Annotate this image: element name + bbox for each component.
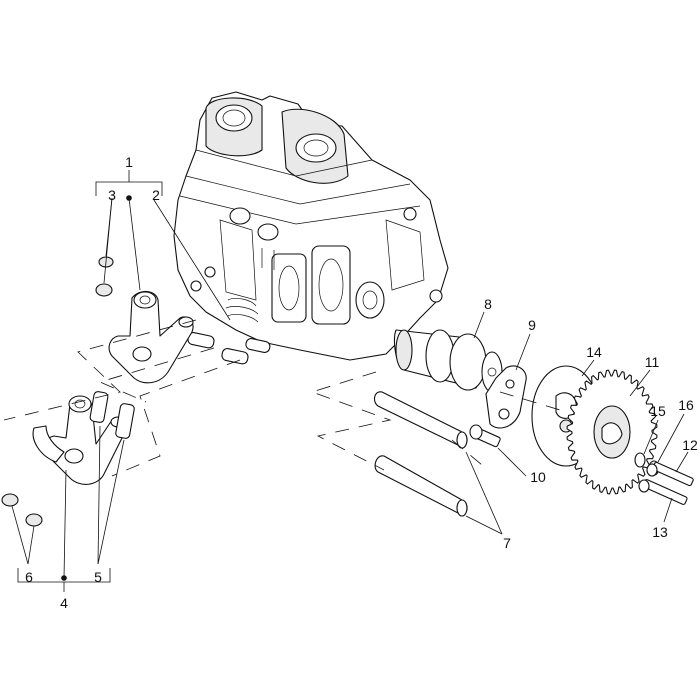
sprocket-bolt xyxy=(469,424,501,448)
camshaft xyxy=(393,329,503,393)
callout-9: 9 xyxy=(528,317,536,333)
cam-sprocket xyxy=(566,369,658,495)
callout-10: 10 xyxy=(530,469,546,485)
alignment-lines xyxy=(3,319,561,477)
cam-lock-plate xyxy=(485,365,527,429)
callout-16: 16 xyxy=(678,397,694,413)
rocker-shafts xyxy=(373,391,468,517)
callout-6: 6 xyxy=(25,569,33,585)
fixing-bolts xyxy=(638,461,694,505)
callout-2: 2 xyxy=(152,187,160,203)
cylinder-head xyxy=(173,91,449,365)
rocker-arm-lower xyxy=(1,395,127,527)
leader-lines xyxy=(11,170,689,592)
callout-3: 3 xyxy=(108,187,116,203)
callout-15: 15 xyxy=(650,403,666,419)
callout-labels: 1 2 3 4 5 6 7 8 9 10 11 12 13 14 15 16 xyxy=(25,154,698,611)
callout-13: 13 xyxy=(652,524,668,540)
callout-8: 8 xyxy=(484,296,492,312)
callout-7: 7 xyxy=(503,535,511,551)
adjusting-screws xyxy=(89,391,135,439)
valve-springs xyxy=(225,207,279,323)
rocker-arm-upper xyxy=(95,256,194,384)
callout-1: 1 xyxy=(125,154,133,170)
rocker-shaft-pins xyxy=(187,332,271,365)
callout-5: 5 xyxy=(94,569,102,585)
callout-4: 4 xyxy=(60,595,68,611)
callout-14: 14 xyxy=(586,344,602,360)
callout-11: 11 xyxy=(645,354,660,370)
callout-12: 12 xyxy=(682,437,698,453)
